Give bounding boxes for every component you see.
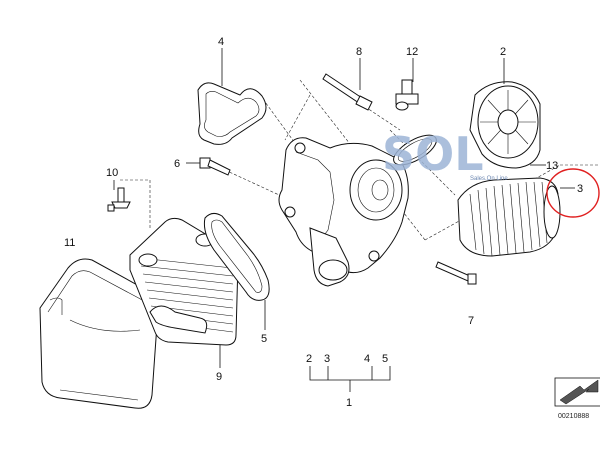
part-9-oil-cooler [129,217,239,346]
callout-12: 12 [406,46,418,58]
diagram-reference: 00210888 [554,377,600,420]
callout-4: 4 [218,36,224,48]
callout-10: 10 [106,167,118,179]
callout-13: 13 [546,160,558,172]
callout-leaders [113,48,575,392]
highlight-circle [546,168,600,218]
group-label-5: 5 [382,353,388,365]
part-11-cover [39,258,159,409]
group-label-2: 2 [306,353,312,365]
part-5-gasket [203,212,270,301]
part-12-sensor [395,79,419,111]
part-1-filter-housing [278,137,409,287]
part-7-bolt [435,261,477,285]
callout-6: 6 [174,158,180,170]
callout-7: 7 [468,315,474,327]
watermark-subtext: Sales.On Line [470,176,508,182]
callout-2: 2 [500,46,506,58]
part-6-bolt [199,157,231,176]
part-4-gasket [197,82,267,145]
part-3-filter-element [457,177,561,257]
watermark-text: SOL [382,127,484,181]
callout-5: 5 [261,333,267,345]
part-8-bolt [322,73,373,111]
part-10-bolt [107,187,131,212]
reference-arrow-icon [559,379,599,405]
callout-11: 11 [64,237,75,249]
part-13-o-ring [393,134,437,166]
callout-1: 1 [346,397,352,409]
group-label-3: 3 [324,353,330,365]
diagram-code: 00210888 [558,413,589,420]
group-label-4: 4 [364,353,370,365]
callout-9: 9 [216,371,222,383]
watermark: SOL Sales.On Line [382,127,508,182]
callout-8: 8 [356,46,362,58]
part-2-cap [469,81,541,169]
callout-3: 3 [577,183,583,195]
callout-numbers: 4 8 12 2 10 6 13 3 11 5 7 9 1 2 3 4 5 [64,36,583,409]
